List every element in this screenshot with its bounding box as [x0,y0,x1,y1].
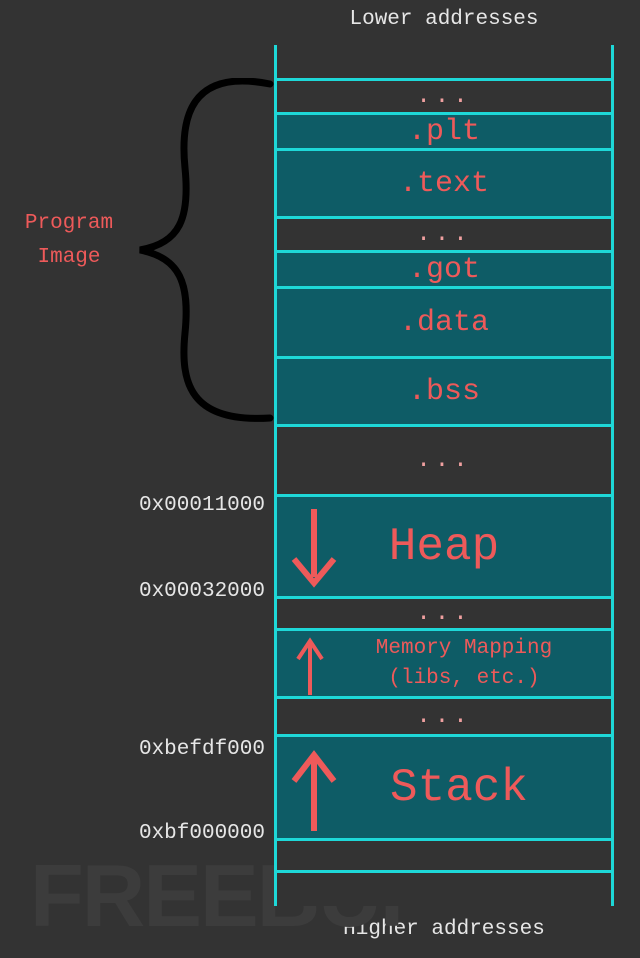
segment-gap-4: ... [277,596,611,628]
curly-brace-icon [139,78,274,422]
segment-gap-2: ... [277,216,611,250]
memory-mapping-label: Memory Mapping [375,636,553,660]
segment-text: .text [277,148,611,216]
gap-dots: ... [416,703,472,730]
plt-label: .plt [407,114,480,149]
segment-bottom-empty-1 [277,838,611,870]
segment-bss: .bss [277,356,611,424]
segment-stack: Stack [277,734,611,838]
got-label: .got [407,252,480,287]
text-label: .text [398,166,489,201]
higher-addresses-label: Higher addresses [343,918,545,941]
gap-dots: ... [416,83,472,110]
heap-start-address: 0x00011000 [138,494,265,517]
memory-layout: ... .plt .text ... .got .data .bss ... H… [274,45,614,906]
data-label: .data [398,305,489,340]
segment-gap-1: ... [277,78,611,112]
segment-data: .data [277,286,611,356]
heap-label: Heap [388,520,500,573]
arrow-down-icon [291,509,337,588]
segment-gap-5: ... [277,696,611,734]
segment-got: .got [277,250,611,287]
segment-memory-mapping: Memory Mapping (libs, etc.) [277,628,611,696]
lower-addresses-label: Lower addresses [349,8,539,31]
memory-mapping-sublabel: (libs, etc.) [388,666,540,690]
stack-end-address: 0xbf000000 [138,822,265,845]
bss-label: .bss [407,374,480,409]
segment-plt: .plt [277,112,611,149]
segment-bottom-empty-2 [277,870,611,906]
gap-dots: ... [416,447,472,474]
program-image-line1: Program [24,212,114,235]
stack-label: Stack [389,761,529,814]
arrow-up-icon [296,637,324,695]
heap-end-address: 0x00032000 [138,580,265,603]
gap-dots: ... [416,221,472,248]
segment-gap-3: ... [277,424,611,494]
segment-heap: Heap [277,494,611,596]
segment-top-empty [277,45,611,78]
stack-start-address: 0xbefdf000 [138,738,265,761]
arrow-up-icon [291,750,337,831]
program-image-label: Program Image [10,207,128,275]
gap-dots: ... [416,600,472,627]
program-image-line2: Image [37,246,101,269]
